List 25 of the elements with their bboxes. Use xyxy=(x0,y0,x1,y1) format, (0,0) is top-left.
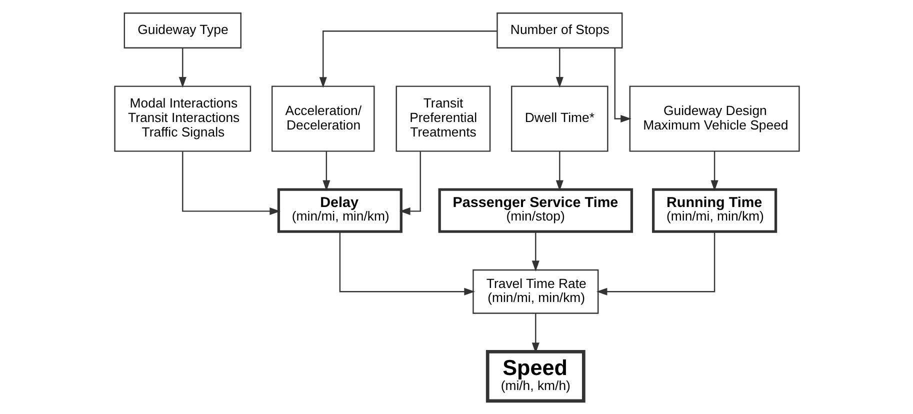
node-box: Delay (min/mi, min/km) xyxy=(276,188,402,233)
arrow xyxy=(710,151,718,192)
arrow xyxy=(555,48,563,88)
node-box: Travel Time Rate (min/mi, min/km) xyxy=(472,269,598,314)
node-box: Guideway Design Maximum Vehicle Speed xyxy=(628,86,800,152)
arrow xyxy=(318,30,497,88)
arrow xyxy=(399,152,420,215)
arrow xyxy=(531,232,539,272)
arrow xyxy=(322,151,330,192)
node-box: Transit Preferential Treatments xyxy=(395,86,490,152)
node-box: Number of Stops xyxy=(496,12,622,48)
node-box: Acceleration/ Deceleration xyxy=(271,86,374,152)
node-box: Running Time (min/mi, min/km) xyxy=(652,188,777,233)
node-box: Dwell Time* xyxy=(510,86,608,152)
node-box: Passenger Service Time (min/stop) xyxy=(438,188,633,233)
arrow xyxy=(614,48,631,123)
arrow xyxy=(338,232,474,296)
arrow xyxy=(182,152,280,215)
node-box: Speed (mi/h, km/h) xyxy=(485,350,585,403)
arrow xyxy=(178,48,186,88)
arrow xyxy=(555,151,563,192)
arrow xyxy=(531,313,539,354)
node-box: Guideway Type xyxy=(123,12,241,48)
arrow xyxy=(596,232,715,296)
node-box: Modal Interactions Transit Interactions Traffic Signals xyxy=(114,86,251,152)
